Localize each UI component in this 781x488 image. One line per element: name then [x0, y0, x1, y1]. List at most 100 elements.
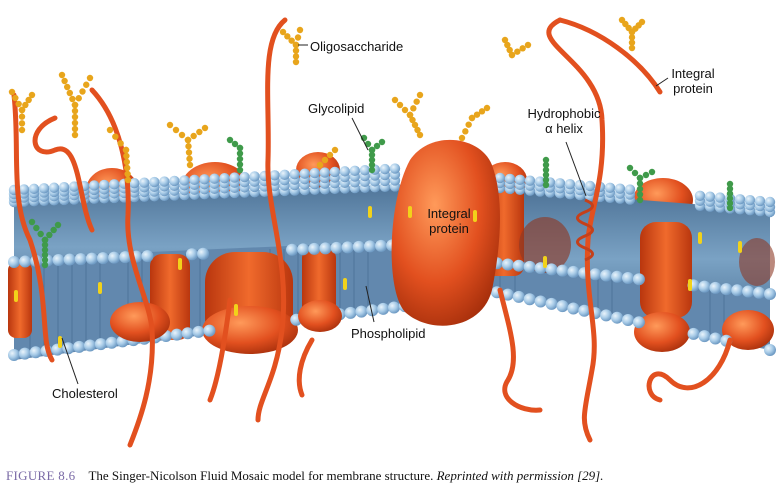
oligosaccharide-bead — [331, 146, 339, 154]
phospholipid-head — [754, 195, 766, 207]
oligosaccharide-bead — [15, 100, 22, 108]
phospholipid-head — [512, 290, 525, 303]
oligosaccharide-bead — [458, 134, 466, 142]
phospholipid-head — [523, 293, 536, 306]
phospholipid-head — [99, 179, 110, 191]
right-bilayer-front — [486, 258, 770, 350]
phospholipid-head — [108, 251, 121, 264]
oligosaccharide-bead — [186, 161, 194, 169]
phospholipid-head — [504, 173, 516, 185]
glycolipid-bead — [236, 155, 244, 163]
phospholipid-head — [109, 179, 120, 190]
phospholipid-head — [622, 314, 634, 326]
phospholipid-head — [169, 175, 180, 187]
oligosaccharide-bead — [18, 120, 26, 127]
oligosaccharide-bead — [71, 131, 79, 139]
phospholipid-head — [94, 338, 107, 351]
phospholipid-head — [567, 265, 580, 278]
oligosaccharide-bead — [292, 41, 300, 49]
phospholipid-head — [534, 176, 546, 187]
phospholipid-head — [297, 243, 310, 256]
glycolipid-bead — [726, 200, 734, 207]
phospholipid-head — [624, 184, 636, 195]
phospholipid-head — [731, 284, 744, 297]
glycolipid-bead — [236, 144, 244, 152]
oligosaccharide-bead — [186, 155, 193, 162]
phospholipid-head — [179, 175, 190, 186]
phospholipid-head — [359, 165, 371, 176]
cholesterol-molecule — [738, 241, 742, 253]
oligosaccharide-bead — [106, 126, 114, 134]
phospholipid-head — [389, 163, 401, 174]
integral-protein-center-line2: protein — [429, 221, 469, 236]
phospholipid-head — [68, 181, 80, 192]
glycolipid-bead — [41, 246, 49, 254]
cholesterol-molecule — [473, 210, 477, 222]
phospholipid-head — [524, 175, 536, 186]
oligosaccharide-bead — [12, 94, 19, 102]
phospholipid-head — [185, 248, 198, 261]
oligosaccharide-bead — [166, 121, 174, 129]
phospholipid-head — [229, 172, 240, 183]
phospholipid-head — [105, 336, 118, 349]
glycolipid-bead — [642, 171, 650, 179]
glycolipid-bead — [41, 241, 49, 249]
oligosaccharide-bead — [628, 39, 636, 46]
oligosaccharide-bead — [279, 28, 287, 36]
phospholipid-label: Phospholipid — [351, 326, 426, 341]
hydrophobic-helix-line1: Hydrophobic — [527, 106, 601, 121]
oligosaccharide-chains — [8, 16, 646, 184]
phospholipid-leader — [365, 285, 375, 323]
phospholipid-head — [209, 173, 220, 184]
integral-protein-span — [640, 222, 692, 318]
oligosaccharide-bead — [410, 105, 417, 112]
oligosaccharide-bead — [117, 140, 124, 147]
oligosaccharide-bead — [483, 104, 491, 112]
oligosaccharide-bead — [514, 48, 521, 55]
glycolipid-bead — [636, 174, 644, 182]
oligosaccharide-bead — [506, 46, 513, 54]
glycolipid-bead — [41, 256, 49, 264]
oligosaccharide-bead — [618, 16, 626, 24]
protein-strand — [255, 17, 288, 423]
phospholipid-head — [375, 239, 388, 252]
phospholipid-head — [119, 251, 132, 264]
integral-protein-center-line1: Integral — [427, 206, 471, 221]
oligosaccharide-bead — [71, 101, 79, 109]
oligosaccharide-bead — [25, 96, 32, 104]
phospholipid-head — [604, 182, 616, 193]
phospholipid-head — [73, 340, 86, 353]
oligosaccharide-bead — [468, 114, 476, 122]
oligosaccharide-bead — [638, 18, 646, 26]
phospholipid-head — [764, 344, 776, 356]
integral-protein-dark — [739, 238, 775, 286]
glycolipid-bead — [636, 191, 644, 198]
oligosaccharide-bead — [292, 47, 300, 54]
glycolipid-bead — [636, 196, 644, 204]
oligosaccharide-bead — [122, 146, 130, 154]
phospholipid-head — [149, 176, 160, 188]
glycolipid-bead — [33, 224, 40, 232]
protein-strand — [11, 92, 55, 363]
glycolipid-bead — [236, 150, 244, 157]
phospholipid-head — [189, 174, 200, 186]
phospholipid-head — [18, 347, 31, 360]
oligosaccharide-bead — [71, 113, 79, 121]
glycolipid-bead — [636, 180, 644, 187]
glycolipid-bead — [41, 261, 49, 269]
phospholipid-head — [269, 170, 280, 181]
glycolipid-bead — [226, 136, 234, 144]
oligosaccharide-bead — [396, 101, 404, 109]
caption-text: The Singer-Nicolson Fluid Mosaic model f… — [88, 468, 434, 483]
oligosaccharide-bead — [628, 34, 636, 41]
oligosaccharide-bead — [185, 149, 193, 156]
phospholipid-head — [299, 168, 310, 179]
oligosaccharide-bead — [184, 136, 192, 144]
glycolipid-bead — [648, 168, 656, 176]
phospholipid-head — [545, 263, 558, 276]
phospholipid-head — [704, 191, 716, 202]
phospholipid-head — [501, 258, 514, 271]
phospholipid-head — [279, 169, 290, 180]
oligosaccharide-bead — [465, 121, 472, 128]
glycolipid-label: Glycolipid — [308, 101, 365, 116]
